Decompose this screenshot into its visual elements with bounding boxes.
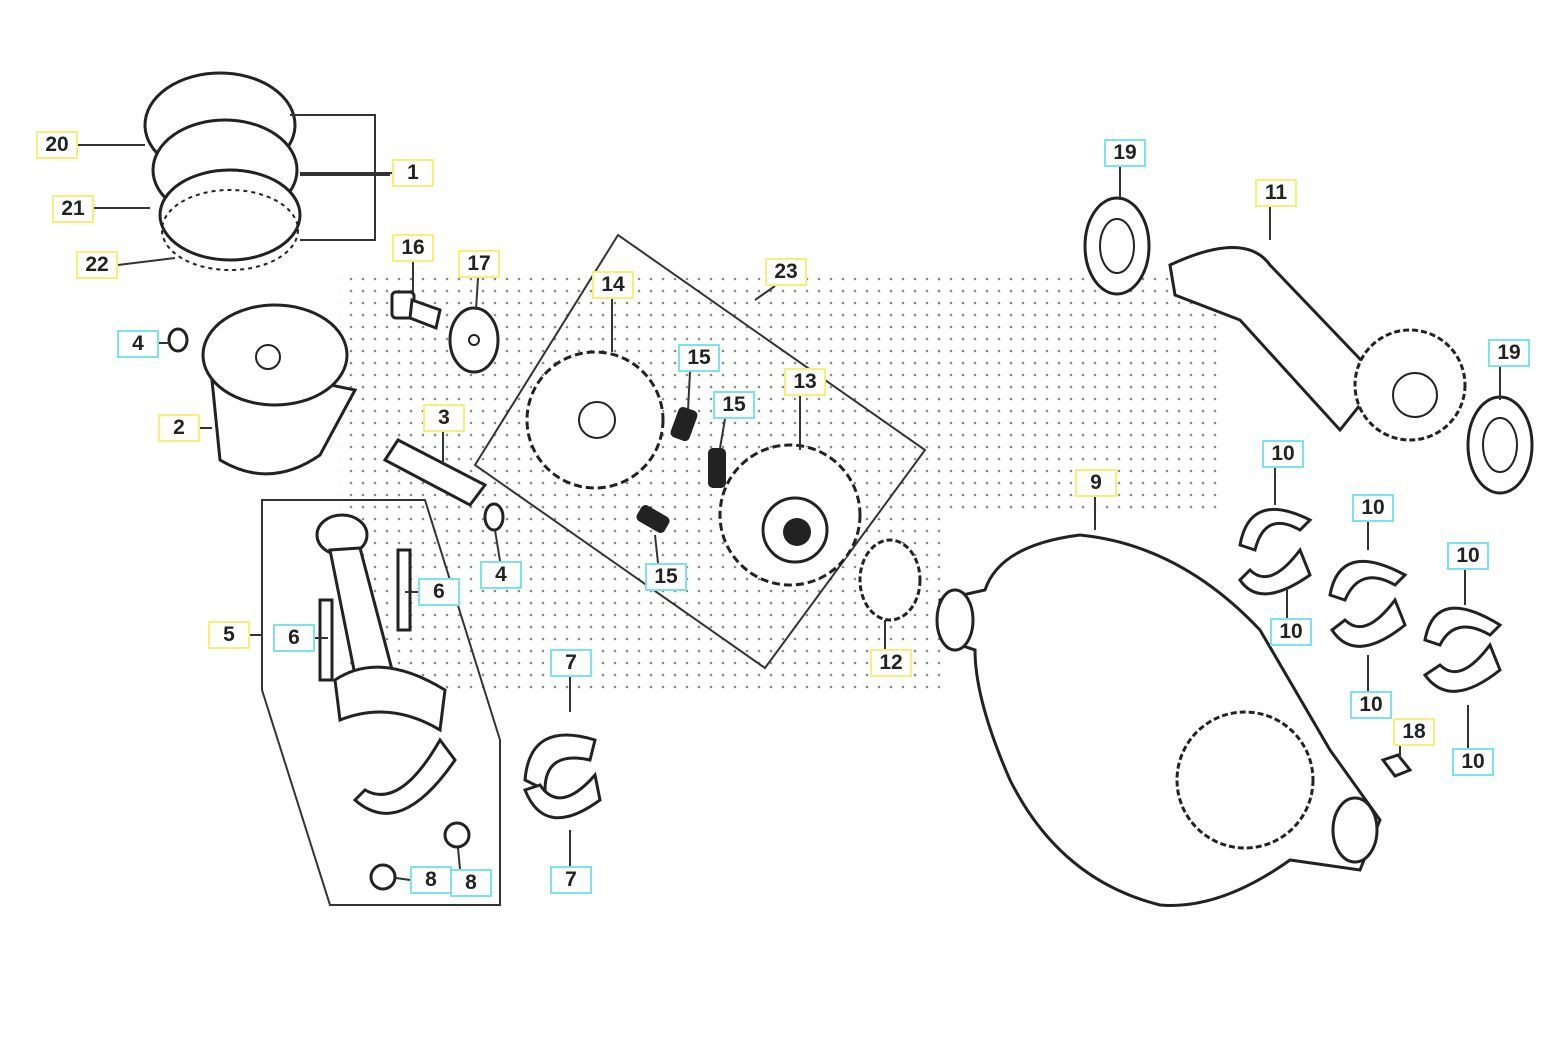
callout-part-20[interactable]: 20 [36, 131, 78, 159]
callout-part-7[interactable]: 7 [550, 649, 592, 677]
connecting-rod [261, 499, 501, 906]
callout-part-10[interactable]: 10 [1452, 748, 1494, 776]
callout-part-6[interactable]: 6 [418, 578, 460, 606]
callout-part-10[interactable]: 10 [1262, 440, 1304, 468]
gear-assembly [473, 233, 927, 670]
leader-line-17 [475, 277, 479, 311]
leader-line-15 [654, 534, 659, 564]
callout-part-23[interactable]: 23 [765, 258, 807, 286]
main-bearings [1238, 507, 1503, 778]
callout-part-14[interactable]: 14 [592, 271, 634, 299]
leader-line-15 [687, 371, 691, 411]
leader-lines [78, 144, 1501, 881]
callout-part-10[interactable]: 10 [1350, 691, 1392, 719]
balancer-shaft [1083, 196, 1534, 495]
callout-part-9[interactable]: 9 [1075, 469, 1117, 497]
callout-part-16[interactable]: 16 [392, 234, 434, 262]
callout-part-15[interactable]: 15 [678, 344, 720, 372]
callout-part-6[interactable]: 6 [273, 624, 315, 652]
callout-part-18[interactable]: 18 [1393, 718, 1435, 746]
leader-line-15 [719, 418, 726, 449]
piston-pin [382, 438, 505, 532]
callout-part-2[interactable]: 2 [158, 414, 200, 442]
callout-part-15[interactable]: 15 [713, 391, 755, 419]
leader-line-22 [117, 257, 176, 266]
leader-line-8 [457, 847, 461, 870]
leader-line-4 [494, 529, 501, 562]
callout-part-1[interactable]: 1 [392, 159, 434, 187]
callout-part-19[interactable]: 19 [1104, 139, 1146, 167]
callout-part-22[interactable]: 22 [76, 251, 118, 279]
piston-rings [143, 71, 390, 271]
callout-part-13[interactable]: 13 [784, 368, 826, 396]
callout-part-7[interactable]: 7 [550, 866, 592, 894]
callout-part-15[interactable]: 15 [645, 563, 687, 591]
callout-part-5[interactable]: 5 [208, 621, 250, 649]
bolt-and-washer [390, 290, 500, 374]
callout-part-11[interactable]: 11 [1255, 179, 1297, 207]
callout-part-8[interactable]: 8 [410, 866, 452, 894]
crankshaft [935, 533, 1382, 907]
piston [167, 303, 358, 476]
callout-part-17[interactable]: 17 [458, 250, 500, 278]
rod-bearing [523, 733, 602, 820]
callout-part-8[interactable]: 8 [450, 869, 492, 897]
callout-part-19[interactable]: 19 [1488, 339, 1530, 367]
callout-part-4[interactable]: 4 [480, 561, 522, 589]
callout-part-12[interactable]: 12 [870, 649, 912, 677]
callout-part-10[interactable]: 10 [1447, 542, 1489, 570]
callout-part-4[interactable]: 4 [117, 330, 159, 358]
leader-line-23 [754, 285, 776, 301]
leader-line-8 [395, 877, 411, 881]
callout-part-10[interactable]: 10 [1270, 618, 1312, 646]
callout-part-10[interactable]: 10 [1352, 494, 1394, 522]
callout-part-3[interactable]: 3 [423, 404, 465, 432]
callout-part-21[interactable]: 21 [52, 195, 94, 223]
